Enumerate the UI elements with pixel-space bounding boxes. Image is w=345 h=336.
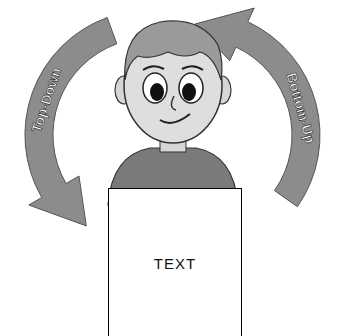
pupil bbox=[150, 83, 164, 101]
eyebrow bbox=[182, 66, 203, 70]
eye bbox=[179, 73, 203, 103]
nose bbox=[171, 96, 176, 110]
hair bbox=[125, 21, 222, 80]
eye bbox=[143, 73, 167, 103]
text-sheet: TEXT bbox=[108, 188, 242, 336]
curved-arrow bbox=[25, 18, 117, 226]
eyebrow bbox=[143, 66, 164, 70]
sheet-title: TEXT bbox=[109, 255, 241, 272]
smile bbox=[160, 114, 190, 123]
pupil bbox=[182, 83, 196, 101]
